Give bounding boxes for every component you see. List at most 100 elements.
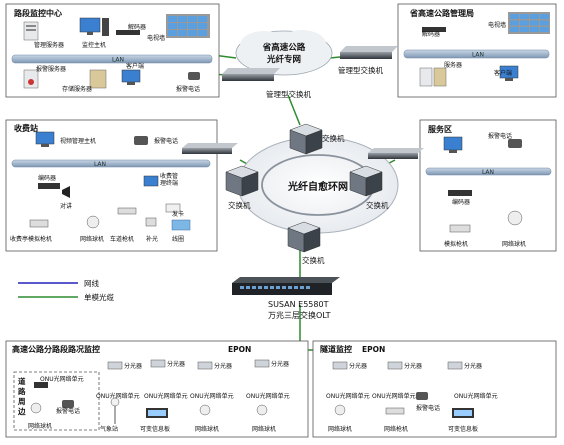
managed-switch-label: 管理型交换机 [338,65,383,75]
switch-label: 交换机 [322,133,345,143]
network-dome-label: 网络球机 [80,235,104,243]
info-board-icon [146,408,168,418]
section-title-road-monitor: 路段监控中心 [14,8,62,18]
splitter-label: 分光器 [349,362,367,370]
weather-station-label: 气象站 [100,425,118,433]
monitor-host-label: 监控主机 [82,41,106,49]
onu-label: ONU光网络单元 [190,392,234,400]
splitter-label: 分光器 [167,360,185,368]
client-pc-icon [121,69,141,85]
toll-analog-cam-icon [29,219,49,228]
epon-label: EPON [362,345,385,354]
network-dome-icon [334,404,346,416]
info-board-label: 可变信息板 [140,425,170,433]
encoder-icon [448,190,472,196]
alarm-phone-label: 报警电话 [488,132,512,140]
coil-label: 线圈 [172,235,184,243]
section-title-service: 服务区 [428,124,452,134]
section-title-tunnel: 隧道监控 [320,344,352,354]
section-title-roadside-1: 道 [18,376,26,386]
encoder-label: 编码器 [38,174,56,182]
splitter-label: 分光器 [404,362,422,370]
lan-label: LAN [94,161,106,168]
onu-label: ONU光网络单元 [246,392,290,400]
network-dome-label: 网络球机 [502,240,526,248]
splitter-icon [254,359,270,368]
network-dome-icon [30,402,42,414]
access-switch-icon [368,148,424,159]
alarm-phone-label: 报警电话 [416,404,440,412]
toll-terminal-label-2: 理终端 [160,179,178,187]
decoder-label: 解码器 [128,23,146,31]
splitter-icon [447,361,463,370]
alarm-phone-label: 报警电话 [154,137,178,145]
epon-label: EPON [228,345,251,354]
mgmt-server-label: 管理服务器 [34,41,64,49]
plate-cam-label: 车道枪机 [110,235,134,243]
splitter-icon [387,361,403,370]
weather-station-icon [110,397,120,424]
storage-server-icon [89,69,107,89]
analog-cam-label: 模拟枪机 [444,240,468,248]
splitter-icon [332,361,348,370]
olt-desc-label: 万兆三层交换OLT [268,310,331,320]
onu-icon [34,382,48,388]
section-title-roadside-2: 路 [18,386,26,396]
splitter-icon [150,359,166,368]
alarm-phone-label: 报警电话 [56,407,80,415]
section-title-bureau: 省高速公路管理局 [409,8,474,18]
server-label: 服务器 [444,61,462,69]
coil-icon [171,219,191,231]
section-title-expressway: 高速公路分路段路况监控 [12,344,100,354]
video-mgmt-host-label: 视频管理主机 [60,137,96,145]
splitter-icon [197,361,213,370]
splitter-icon [107,361,123,370]
client-pc-label: 客户端 [494,69,512,77]
decoder-label: 解码器 [422,30,440,38]
network-dome-icon [199,404,211,416]
mgmt-server-icon [23,21,39,41]
info-board-icon [452,408,474,418]
legend-network-cable-label: 网线 [84,278,99,288]
legend-fiber-label: 单模光缆 [84,292,114,302]
splitter-label: 分光器 [464,362,482,370]
toll-terminal-label-1: 收费管 [160,172,178,180]
ring-switch-icon [225,165,259,197]
alarm-server-icon [23,69,39,89]
backbone-cloud [235,30,333,76]
encoder-icon [38,183,60,189]
network-dome-icon [256,404,268,416]
intercom-label: 对讲 [60,202,72,210]
alarm-server-label: 报警服务器 [36,65,66,73]
backbone-title-line2: 光纤专网 [266,54,301,65]
switch-label: 交换机 [228,200,251,210]
fill-light-label: 补光 [146,235,158,243]
onu-label: ONU光网络单元 [144,392,188,400]
storage-server-label: 存储服务器 [62,85,92,93]
tv-wall-icon [508,12,550,34]
network-dome-icon [507,210,523,226]
ring-switch-icon [349,165,383,197]
network-dome-label: 网络球机 [195,425,219,433]
decoder-icon [422,27,446,32]
olt-device-icon [232,277,340,295]
monitor-host-icon [443,136,463,153]
onu-label: ONU光网络单元 [454,392,498,400]
toll-terminal-icon [143,175,159,187]
backbone-title-line1: 省高速公路 [262,42,306,53]
ring-switch-icon [289,123,323,155]
alarm-phone-icon [134,136,148,145]
network-cam-icon [385,407,405,415]
splitter-label: 分光器 [214,362,232,370]
lan-bars [11,49,552,176]
lan-label: LAN [472,52,484,59]
splitter-group: 分光器分光器分光器分光器分光器分光器分光器 [107,359,482,370]
switch-label: 交换机 [302,255,325,265]
ring-switch-icon [287,221,321,253]
section-title-toll: 收费站 [14,123,38,133]
access-switch-icon [182,143,238,154]
client-pc-icon [499,65,519,81]
info-board-label: 可变信息板 [448,425,478,433]
